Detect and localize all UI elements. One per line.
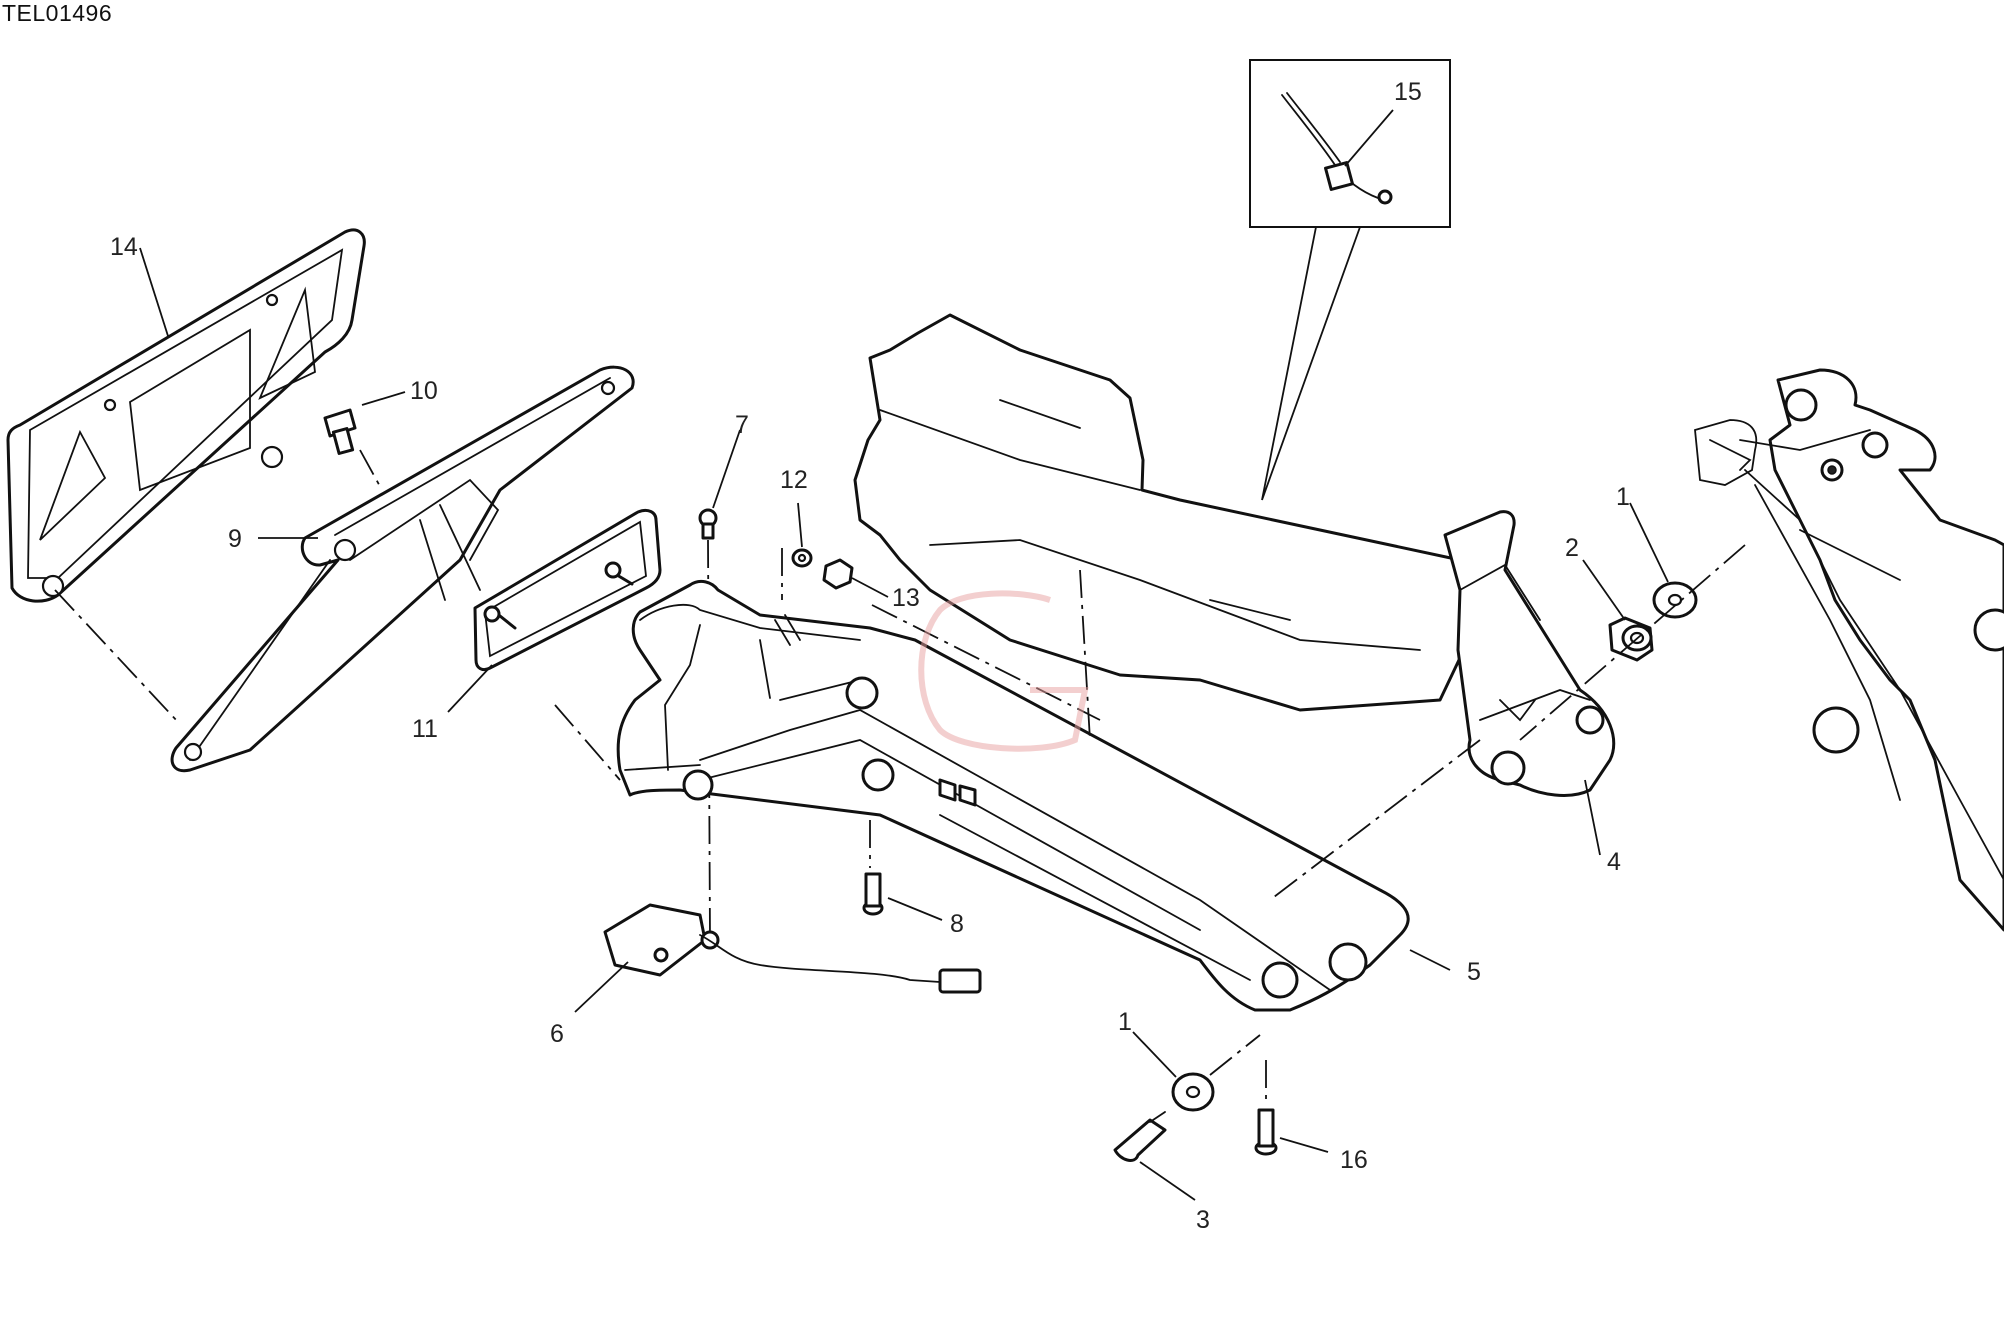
- leader-lines: [139, 247, 1669, 1201]
- callout-1-lower: 1: [1118, 1008, 1132, 1036]
- washer-1-upper: [1652, 581, 1698, 619]
- screw-3: [1113, 1111, 1167, 1162]
- rear-frame-outline: [853, 313, 1480, 712]
- screw-10: [323, 408, 357, 455]
- callout-8: 8: [950, 910, 964, 938]
- washer-12: [791, 548, 813, 568]
- nut-13: [822, 558, 854, 590]
- license-plate-holder-14: [6, 228, 366, 603]
- reflector-11: [473, 508, 662, 672]
- callout-labels: 14 10 9 11 7 12 13 15 1 2 4 5 8 6 1 16 3: [110, 78, 1630, 1234]
- screw-8: [862, 872, 884, 916]
- callout-12: 12: [780, 466, 808, 494]
- callout-5: 5: [1467, 958, 1481, 986]
- callout-7: 7: [735, 411, 749, 439]
- callout-4: 4: [1607, 848, 1621, 876]
- callout-13: 13: [892, 584, 920, 612]
- connector-6: [603, 903, 982, 994]
- callout-14: 14: [110, 233, 138, 261]
- washer-1-lower: [1171, 1072, 1215, 1112]
- callout-16: 16: [1340, 1146, 1368, 1174]
- rubber-bush-2: [1608, 616, 1654, 662]
- callout-2: 2: [1565, 534, 1579, 562]
- callout-3: 3: [1196, 1206, 1210, 1234]
- mount-bracket-4: [1443, 510, 1616, 797]
- side-frame-right: [1694, 368, 2004, 932]
- detail-inset-box: [1249, 59, 1451, 501]
- drawing-code: TEL01496: [2, 0, 113, 26]
- rear-subframe-5: [616, 579, 1410, 1012]
- plate-bracket-9: [170, 365, 635, 773]
- callout-15: 15: [1394, 78, 1422, 106]
- screw-7: [698, 508, 718, 540]
- watermark-logo: [918, 590, 1089, 752]
- callout-1-upper: 1: [1616, 483, 1630, 511]
- callout-9: 9: [228, 525, 242, 553]
- callout-6: 6: [550, 1020, 564, 1048]
- callout-10: 10: [410, 377, 438, 405]
- screw-16: [1254, 1108, 1278, 1156]
- cable-tie-icon: [1281, 92, 1393, 205]
- callout-11: 11: [412, 715, 438, 743]
